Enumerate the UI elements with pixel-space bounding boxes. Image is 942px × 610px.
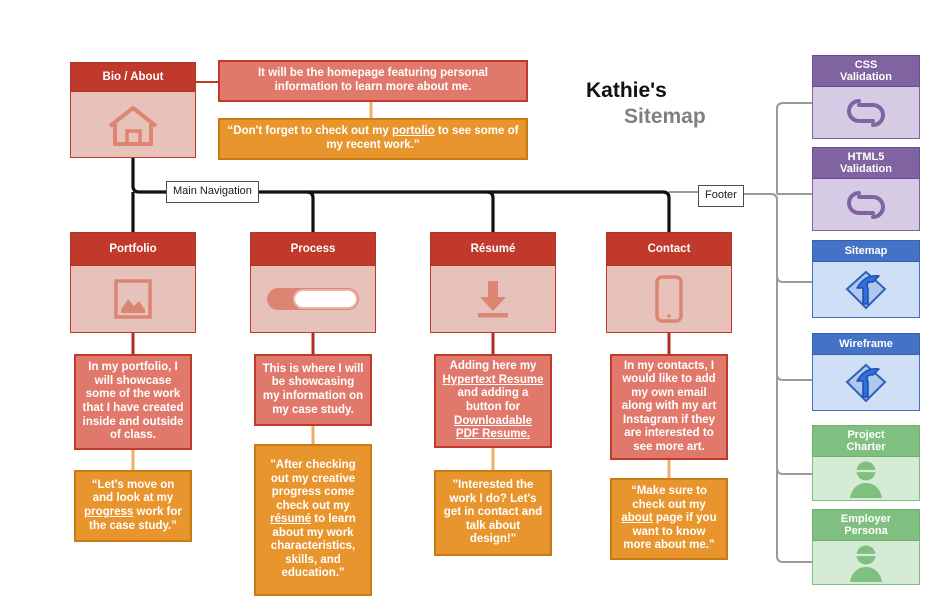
employer-persona-line-2: Persona xyxy=(844,525,888,537)
footer-label: Footer xyxy=(698,185,744,207)
home-icon xyxy=(108,105,158,146)
phone-icon xyxy=(655,275,683,323)
title-line-2: Sitemap xyxy=(624,105,706,129)
portfolio-quote: “Let's move on and look at my progress w… xyxy=(74,470,192,542)
process-quote-link[interactable]: résumé xyxy=(270,513,312,526)
resume-description: Adding here my Hypertext Resume and addi… xyxy=(434,354,552,448)
node-html5-validation[interactable]: HTML5 Validation xyxy=(812,147,920,231)
node-css-validation-icon-area xyxy=(812,87,920,139)
progress-bar-icon xyxy=(267,288,359,310)
portfolio-quote-before: “Let's move on and look at my xyxy=(91,478,175,505)
person-icon xyxy=(850,545,882,582)
node-portfolio-label: Portfolio xyxy=(70,232,196,266)
portfolio-description: In my portfolio, I will showcase some of… xyxy=(74,354,192,450)
node-employer-persona-icon-area xyxy=(812,541,920,585)
contact-quote-before: “Make sure to check out my xyxy=(630,485,708,511)
resume-desc-middle: and adding a button for xyxy=(457,387,529,413)
node-sitemap-label: Sitemap xyxy=(812,240,920,262)
contact-quote: “Make sure to check out my about page if… xyxy=(610,478,728,560)
node-wireframe[interactable]: Wireframe xyxy=(812,333,920,411)
process-quote-after: to learn about my work characteristics, … xyxy=(270,513,356,580)
node-bio-about-label: Bio / About xyxy=(70,62,196,92)
html5-validation-line-2: Validation xyxy=(840,163,892,175)
bio-quote: “Don't forget to check out my portolio t… xyxy=(218,118,528,160)
process-quote-before: "After checking out my creative progress… xyxy=(270,458,356,512)
node-bio-about[interactable]: Bio / About xyxy=(70,62,196,158)
bio-quote-before: “Don't forget to check out my xyxy=(227,125,392,138)
node-bio-about-icon-area xyxy=(70,92,196,158)
node-contact-label: Contact xyxy=(606,232,732,266)
css-validation-line-2: Validation xyxy=(840,71,892,83)
node-resume-label: Résumé xyxy=(430,232,556,266)
node-sitemap-icon-area xyxy=(812,262,920,318)
portfolio-quote-after: work for the case study.” xyxy=(89,506,182,532)
download-icon xyxy=(478,281,508,318)
process-description: This is where I will be showcasing my in… xyxy=(254,354,372,426)
bio-description: It will be the homepage featuring person… xyxy=(218,60,528,102)
node-process-label: Process xyxy=(250,232,376,266)
project-charter-line-2: Charter xyxy=(846,441,886,453)
page-title: Kathie's Sitemap xyxy=(586,78,796,131)
node-wireframe-icon-area xyxy=(812,355,920,411)
node-project-charter-label: Project Charter xyxy=(812,425,920,457)
resume-desc-link-hypertext[interactable]: Hypertext Resume xyxy=(442,373,544,386)
link-loops-icon xyxy=(847,190,885,219)
resume-desc-link-pdf[interactable]: Downloadable PDF Resume. xyxy=(454,414,532,441)
node-project-charter-icon-area xyxy=(812,457,920,501)
node-process[interactable]: Process xyxy=(250,232,376,333)
employer-persona-line-1: Employer xyxy=(840,512,892,525)
node-css-validation[interactable]: CSS Validation xyxy=(812,55,920,139)
person-icon xyxy=(850,461,882,498)
node-employer-persona[interactable]: Employer Persona xyxy=(812,509,920,585)
node-resume[interactable]: Résumé xyxy=(430,232,556,333)
node-css-validation-label: CSS Validation xyxy=(812,55,920,87)
project-charter-line-1: Project xyxy=(847,428,885,441)
css-validation-line-1: CSS xyxy=(854,58,878,71)
portfolio-quote-link[interactable]: progress xyxy=(84,506,134,518)
node-portfolio-icon-area xyxy=(70,266,196,333)
contact-quote-link[interactable]: about xyxy=(621,512,653,525)
contact-quote-after: page if you want to know more about me.” xyxy=(623,512,717,552)
resume-desc-before: Adding here my xyxy=(449,360,537,373)
node-project-charter[interactable]: Project Charter xyxy=(812,425,920,501)
node-html5-validation-label: HTML5 Validation xyxy=(812,147,920,179)
diamond-arrow-icon xyxy=(845,270,887,309)
main-navigation-label: Main Navigation xyxy=(166,181,259,203)
node-contact[interactable]: Contact xyxy=(606,232,732,333)
diamond-arrow-icon xyxy=(845,363,887,402)
node-html5-validation-icon-area xyxy=(812,179,920,231)
title-line-1: Kathie's xyxy=(586,79,667,102)
bio-quote-after: to see some of my recent work.” xyxy=(326,125,519,151)
node-contact-icon-area xyxy=(606,266,732,333)
node-resume-icon-area xyxy=(430,266,556,333)
image-icon xyxy=(114,279,152,319)
contact-description: In my contacts, I would like to add my o… xyxy=(610,354,728,460)
node-employer-persona-label: Employer Persona xyxy=(812,509,920,541)
process-quote: "After checking out my creative progress… xyxy=(254,444,372,596)
node-wireframe-label: Wireframe xyxy=(812,333,920,355)
node-process-icon-area xyxy=(250,266,376,333)
html5-validation-line-1: HTML5 xyxy=(847,150,885,163)
node-sitemap[interactable]: Sitemap xyxy=(812,240,920,318)
node-portfolio[interactable]: Portfolio xyxy=(70,232,196,333)
bio-quote-link[interactable]: portolio xyxy=(391,125,435,138)
link-loops-icon xyxy=(847,98,885,127)
resume-quote: "Interested the work I do? Let's get in … xyxy=(434,470,552,556)
